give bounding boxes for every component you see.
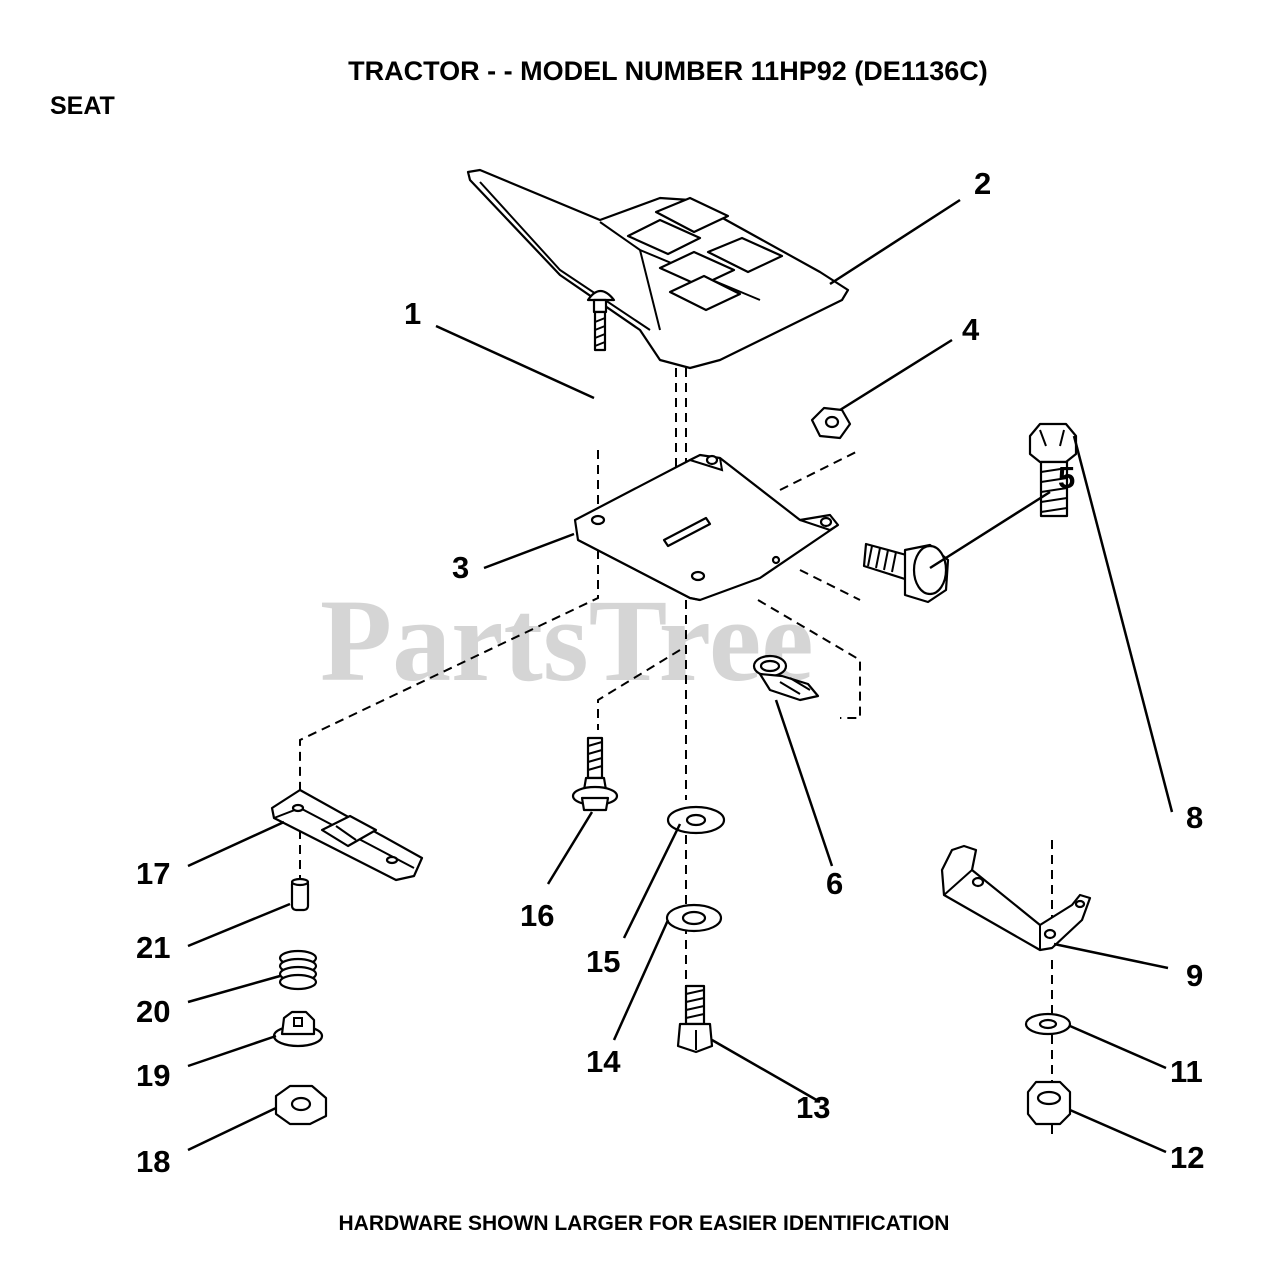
callout-8: 8 <box>1186 800 1203 835</box>
callout-2: 2 <box>974 166 991 201</box>
small-washer-part <box>1024 1012 1072 1036</box>
callout-20: 20 <box>136 994 170 1029</box>
leader-lines <box>187 198 1174 1154</box>
hex-nut-part <box>810 406 852 440</box>
section-title: SEAT <box>50 92 115 120</box>
callout-5: 5 <box>1058 460 1075 495</box>
flat-washer-part <box>665 903 723 933</box>
nylon-lock-nut-part <box>1026 1080 1072 1126</box>
seat-bracket-part <box>573 453 840 602</box>
pin-part <box>290 877 310 912</box>
callout-13: 13 <box>796 1090 830 1125</box>
flange-bolt-part <box>571 736 619 812</box>
hex-bolt-part <box>1028 422 1078 518</box>
callout-15: 15 <box>586 944 620 979</box>
callout-18: 18 <box>136 1144 170 1179</box>
callout-4: 4 <box>962 312 980 347</box>
flange-nut-part <box>272 1010 324 1048</box>
callout-14: 14 <box>586 1044 621 1079</box>
socket-bolt-part <box>676 984 714 1054</box>
watermark: PartsTree <box>320 575 814 706</box>
lock-nut-part <box>274 1084 328 1126</box>
seat-slide-rail-part <box>270 788 424 882</box>
spring-part <box>278 949 318 991</box>
carriage-bolt-part <box>586 289 616 352</box>
angle-bracket-part <box>940 844 1092 952</box>
page-title: TRACTOR - - MODEL NUMBER 11HP92 (DE1136C… <box>348 56 988 86</box>
seat-part <box>466 168 850 370</box>
callout-21: 21 <box>136 930 170 965</box>
callout-11: 11 <box>1170 1054 1203 1089</box>
shoulder-bolt-part <box>862 542 950 604</box>
spring-clip-part <box>752 654 820 702</box>
callout-labels: 1 2 3 4 5 6 8 9 11 12 13 14 15 16 17 18 … <box>136 166 1204 1179</box>
flat-washer-large-part <box>666 805 726 835</box>
callout-1: 1 <box>404 296 421 331</box>
callout-12: 12 <box>1170 1140 1204 1175</box>
callout-3: 3 <box>452 550 469 585</box>
callout-9: 9 <box>1186 958 1203 993</box>
callout-6: 6 <box>826 866 843 901</box>
callout-19: 19 <box>136 1058 170 1093</box>
footer-note: HARDWARE SHOWN LARGER FOR EASIER IDENTIF… <box>339 1212 950 1235</box>
callout-17: 17 <box>136 856 170 891</box>
callout-16: 16 <box>520 898 554 933</box>
